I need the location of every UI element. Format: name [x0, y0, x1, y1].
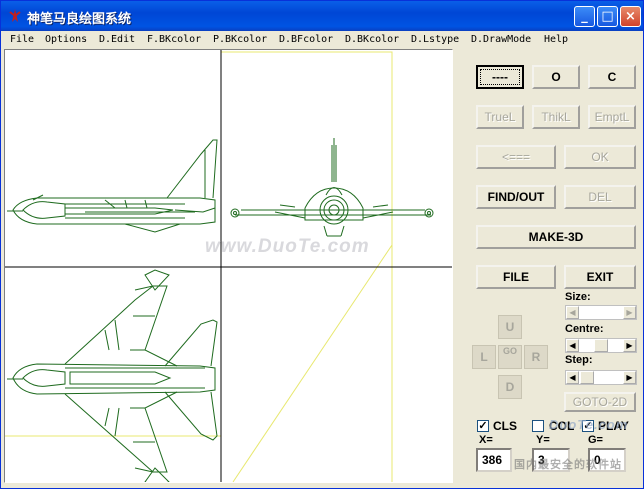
x-coord-label: X=: [479, 434, 493, 446]
menu-options[interactable]: Options: [45, 34, 88, 45]
step-slider-thumb[interactable]: [580, 371, 594, 384]
menu-d-edit[interactable]: D.Edit: [99, 34, 136, 45]
emptl-button[interactable]: EmptL: [588, 105, 636, 129]
menu-help[interactable]: Help: [544, 34, 569, 45]
exit-button[interactable]: EXIT: [564, 265, 636, 289]
go-button[interactable]: GO: [498, 345, 522, 369]
centre-slider[interactable]: ◀ ▶: [565, 338, 637, 353]
truel-button[interactable]: TrueL: [476, 105, 524, 129]
col-label: COL: [549, 419, 575, 433]
y-coord-field[interactable]: 3: [532, 448, 570, 472]
pan-down-button[interactable]: D: [498, 375, 522, 399]
cls-label: CLS: [493, 419, 517, 433]
step-label: Step:: [565, 354, 593, 366]
c-button[interactable]: C: [588, 65, 636, 89]
x-coord-field[interactable]: 386: [476, 448, 512, 472]
close-button[interactable]: ×: [620, 6, 641, 27]
thikl-button[interactable]: ThikL: [532, 105, 580, 129]
pan-right-button[interactable]: R: [524, 345, 548, 369]
size-slider[interactable]: ◀ ▶: [565, 305, 637, 320]
play-checkbox[interactable]: ✓: [582, 420, 594, 432]
menu-p-bkcolor[interactable]: P.BKcolor: [213, 34, 268, 45]
title-bar[interactable]: 神笔马良绘图系统 _ □ ×: [1, 1, 643, 31]
menu-d-drawmode[interactable]: D.DrawMode: [471, 34, 532, 45]
menu-bar: File Options D.Edit F.BKcolor P.BKcolor …: [1, 31, 643, 49]
menu-d-bfcolor[interactable]: D.BFcolor: [279, 34, 334, 45]
corner-watermark-sub: 国内最安全的软件站: [514, 459, 622, 471]
goto-2d-button[interactable]: GOTO-2D: [564, 392, 636, 412]
size-left-arrow-icon[interactable]: ◀: [566, 306, 579, 319]
pan-left-button[interactable]: L: [472, 345, 496, 369]
centre-label: Centre:: [565, 323, 604, 335]
y-coord-label: Y=: [536, 434, 550, 446]
dashed-line-button[interactable]: ----: [476, 65, 524, 89]
size-label: Size:: [565, 291, 591, 303]
menu-file[interactable]: File: [10, 34, 35, 45]
back-arrow-button[interactable]: <===: [476, 145, 556, 169]
find-out-button[interactable]: FIND/OUT: [476, 185, 556, 209]
col-checkbox[interactable]: [532, 420, 544, 432]
centre-slider-thumb[interactable]: [594, 339, 608, 352]
ok-button[interactable]: OK: [564, 145, 636, 169]
window-title: 神笔马良绘图系统: [27, 12, 132, 27]
make-3d-button[interactable]: MAKE-3D: [476, 225, 636, 249]
app-icon: [9, 9, 21, 22]
watermark-text: www.DuoTe.com: [205, 236, 370, 257]
play-label: PLAY: [598, 419, 629, 433]
minimize-button[interactable]: _: [574, 6, 595, 27]
step-right-arrow-icon[interactable]: ▶: [623, 371, 636, 384]
step-left-arrow-icon[interactable]: ◀: [566, 371, 579, 384]
o-button[interactable]: O: [532, 65, 580, 89]
centre-left-arrow-icon[interactable]: ◀: [566, 339, 579, 352]
go-label: GO: [502, 346, 517, 356]
cls-checkbox[interactable]: ✓: [477, 420, 489, 432]
size-right-arrow-icon[interactable]: ▶: [623, 306, 636, 319]
g-coord-label: G=: [588, 434, 603, 446]
menu-d-bkcolor[interactable]: D.BKcolor: [345, 34, 400, 45]
pan-up-button[interactable]: U: [498, 315, 522, 339]
corner-watermark: DuoTe.com: [549, 417, 629, 432]
file-button[interactable]: FILE: [476, 265, 556, 289]
menu-d-lstype[interactable]: D.Lstype: [411, 34, 460, 45]
menu-f-bkcolor[interactable]: F.BKcolor: [147, 34, 202, 45]
centre-right-arrow-icon[interactable]: ▶: [623, 339, 636, 352]
g-coord-field[interactable]: 0: [588, 448, 626, 472]
aircraft-drawing: [5, 50, 452, 482]
drawing-canvas[interactable]: www.DuoTe.com: [4, 49, 453, 483]
maximize-button[interactable]: □: [597, 6, 618, 27]
delete-button[interactable]: DEL: [564, 185, 636, 209]
step-slider[interactable]: ◀ ▶: [565, 370, 637, 385]
